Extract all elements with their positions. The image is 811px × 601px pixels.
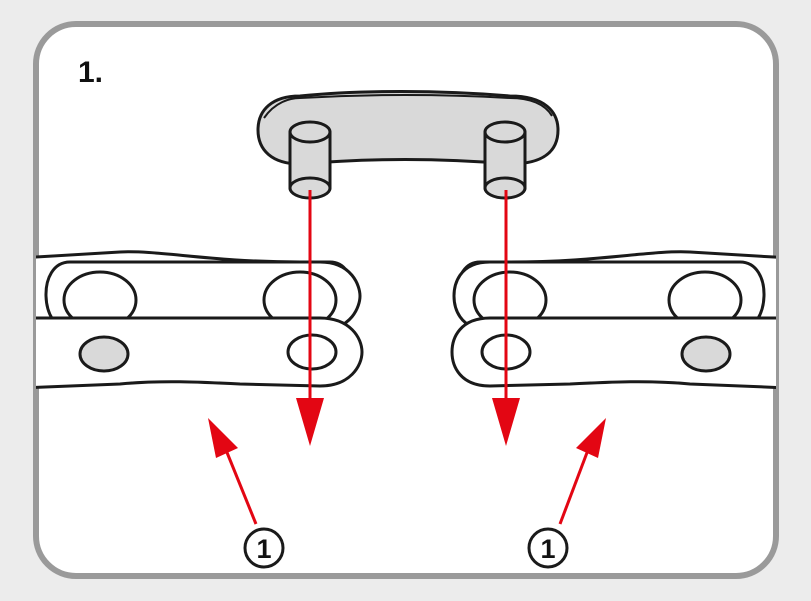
- left-chain-segment-icon: [36, 250, 364, 390]
- callout-arrows: [208, 418, 606, 525]
- insertion-arrows: [296, 190, 520, 446]
- callout-left: 1: [243, 527, 285, 569]
- right-chain-segment-icon: [450, 250, 776, 390]
- right-callout-arrowhead: [576, 418, 606, 458]
- callout-label: 1: [256, 534, 271, 564]
- callout-right: 1: [527, 527, 569, 569]
- left-callout-arrow: [224, 449, 258, 525]
- callout-label: 1: [540, 534, 555, 564]
- master-link-icon: [256, 90, 560, 200]
- step-number: 1.: [78, 56, 103, 89]
- right-callout-arrow: [558, 449, 590, 525]
- right-insert-arrowhead: [492, 398, 520, 446]
- left-callout-arrowhead: [208, 418, 238, 458]
- left-insert-arrowhead: [296, 398, 324, 446]
